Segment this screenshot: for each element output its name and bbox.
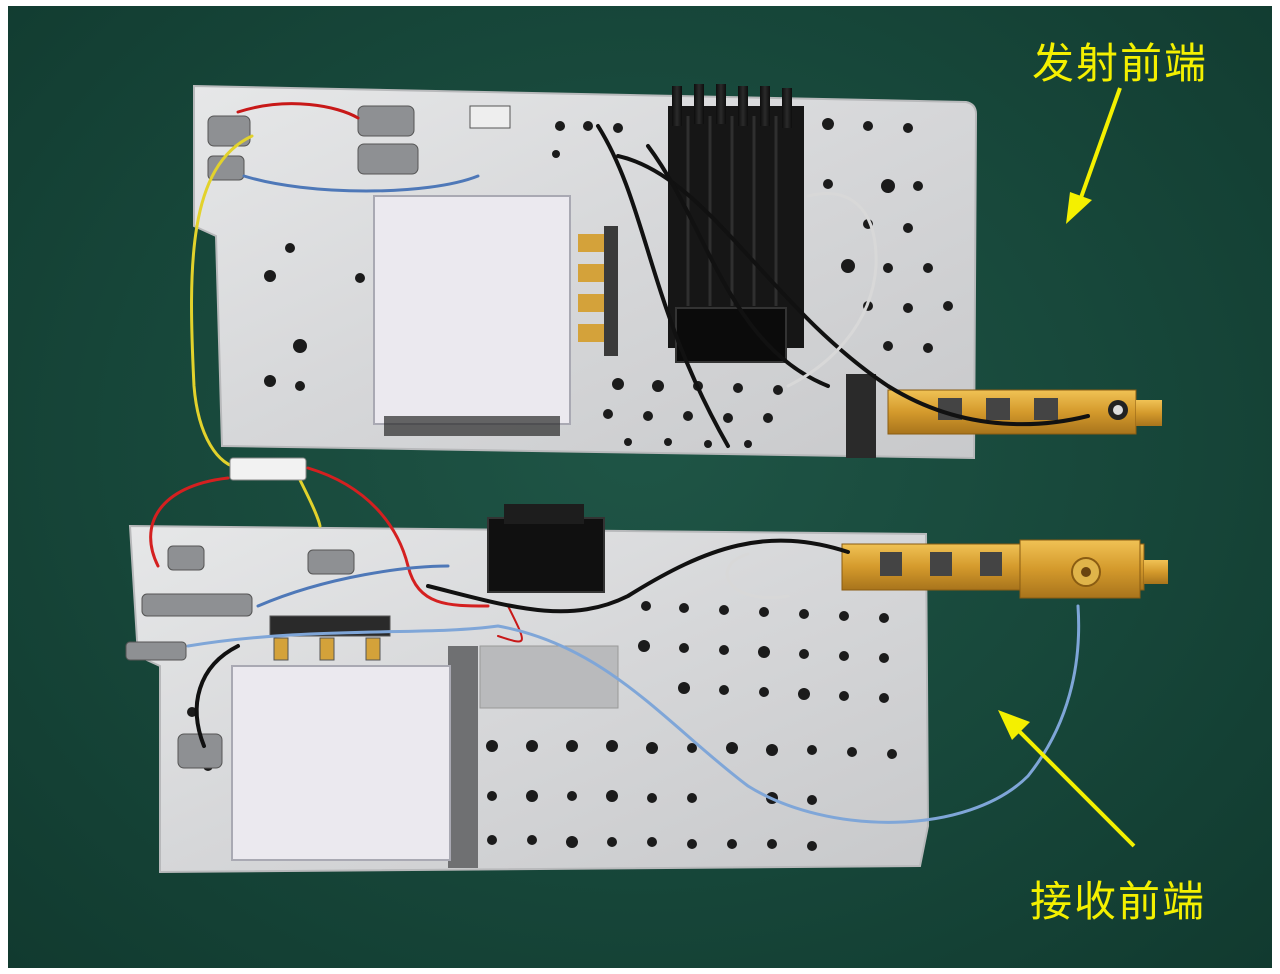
transmit-plate-holes (264, 118, 953, 448)
receive-relay (487, 504, 605, 593)
receive-plate (125, 504, 1168, 874)
transmit-waveguide (846, 374, 1162, 458)
transmit-connectors (207, 105, 511, 181)
transmit-front-end-label: 发射前端 (1032, 39, 1209, 88)
receive-front-end-label: 接收前端 (1030, 877, 1207, 926)
transmit-plate (193, 84, 1162, 460)
hardware-photo (125, 84, 1168, 874)
transmit-components (578, 226, 618, 356)
photo-frame: 发射前端 接收前端 (8, 6, 1272, 968)
arrow-transmit (1066, 87, 1122, 224)
receive-waveguide (841, 539, 1168, 599)
heatsink (668, 84, 804, 363)
receive-plate-holes (187, 601, 897, 851)
receive-shield-box (231, 665, 451, 861)
receive-box-side (448, 646, 478, 868)
wire-connector (229, 457, 307, 481)
cables (149, 102, 1090, 824)
arrow-receive (998, 710, 1136, 848)
transmit-shield-box (373, 195, 571, 425)
